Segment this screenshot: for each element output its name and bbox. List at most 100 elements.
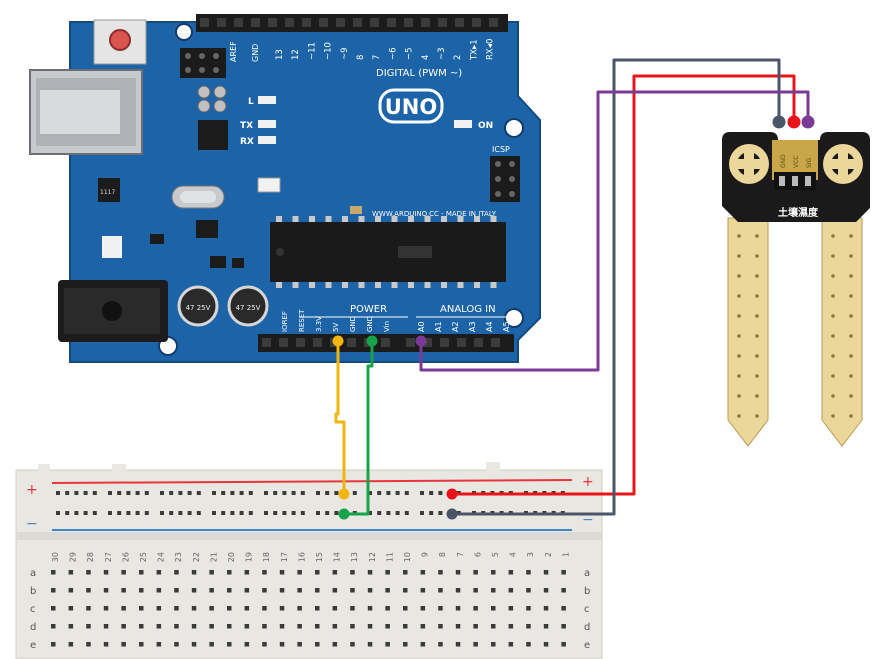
row-label-right: a xyxy=(584,568,590,579)
digital-pin-label: ~9 xyxy=(340,47,350,60)
column-label: 11 xyxy=(385,552,394,562)
digital-label: DIGITAL (PWM ~) xyxy=(376,68,462,79)
column-label: 5 xyxy=(491,552,500,557)
sensor-pin-label: GND xyxy=(780,154,787,168)
digital-pin-label: ~6 xyxy=(388,47,398,60)
analog-pin-labels: A0 A1 A2 A3 A4 A5 xyxy=(417,321,511,332)
sensor-pin-label: SIG xyxy=(806,157,813,168)
power-pin-label: GND xyxy=(349,316,357,332)
led-rx-label: RX xyxy=(240,137,254,147)
column-label: 15 xyxy=(315,552,324,562)
column-label: 14 xyxy=(333,552,342,562)
wire-endpoints xyxy=(332,115,815,520)
wire-gnd-end-a xyxy=(366,335,378,347)
analog-pin-label: A4 xyxy=(485,321,494,332)
wire-sensor-gnd-end-b xyxy=(446,508,458,520)
wire-signal-end-b xyxy=(415,335,427,347)
sensor-name: 土壤濕度 xyxy=(778,206,819,219)
wire-sensor-gnd-end-a xyxy=(772,115,786,129)
digital-pin-label: ~3 xyxy=(437,47,447,60)
jumper-pads xyxy=(197,85,227,113)
column-label: 16 xyxy=(297,552,306,562)
column-label: 19 xyxy=(245,552,254,562)
row-label-left: d xyxy=(30,622,36,633)
rail-plus-left: + xyxy=(26,482,38,498)
power-rail-holes xyxy=(56,491,565,515)
power-pin-label: RESET xyxy=(298,309,306,332)
row-label-left: e xyxy=(30,640,36,651)
power-pin-label: 3.3V xyxy=(315,316,323,332)
led-tx-label: TX xyxy=(240,121,253,131)
sensor-pin-header xyxy=(772,140,818,190)
digital-pin-label: RX◂0 xyxy=(486,39,496,60)
gnd-label: GND xyxy=(251,44,260,62)
column-label: 8 xyxy=(438,552,447,557)
wire-vcc-end-b xyxy=(446,488,458,500)
wire-gnd-end-b xyxy=(338,508,350,520)
uno-logo: UNO xyxy=(378,88,444,124)
terminal-strip-holes xyxy=(51,570,566,647)
column-label: 7 xyxy=(456,552,465,557)
crystal xyxy=(171,185,225,209)
power-pin-label: 5V xyxy=(332,323,340,332)
column-label: 27 xyxy=(104,552,113,562)
digital-pin-label: TX▸1 xyxy=(469,39,479,61)
led-l-label: L xyxy=(248,97,254,107)
analog-pin-label: A3 xyxy=(468,321,477,332)
analog-pin-label: A2 xyxy=(451,321,460,332)
uno-logo-text: UNO xyxy=(385,95,437,119)
column-label: 21 xyxy=(209,552,218,562)
wire-signal xyxy=(419,90,810,372)
small-chip xyxy=(196,220,218,238)
sensor-pin-labels: GND VCC SIG xyxy=(780,154,813,168)
rail-red-line xyxy=(51,479,573,484)
power-analog-header xyxy=(258,334,514,352)
column-label: 25 xyxy=(139,552,148,562)
column-label: 1 xyxy=(561,552,570,557)
usb-icsp-header xyxy=(180,48,226,78)
digital-pin-label: 12 xyxy=(291,49,301,60)
wire-vcc-end-a xyxy=(787,115,801,129)
regulator xyxy=(98,178,120,202)
reset-button xyxy=(93,19,147,65)
column-label: 23 xyxy=(174,552,183,562)
power-label: POWER xyxy=(350,304,387,315)
led-on-label: ON xyxy=(478,121,493,131)
column-label: 2 xyxy=(544,552,553,557)
sensor-probe-right xyxy=(821,217,863,447)
atmega-chip xyxy=(270,216,506,288)
column-label: 10 xyxy=(403,552,412,562)
row-label-right: c xyxy=(584,604,590,615)
capacitor-1: 47 25V xyxy=(177,285,219,327)
wire-5v-end-b xyxy=(338,488,350,500)
column-label: 17 xyxy=(280,552,289,562)
column-label: 3 xyxy=(526,552,535,557)
analog-pin-label: A1 xyxy=(434,321,443,332)
icsp-header xyxy=(490,156,520,202)
wire-5v-end-a xyxy=(332,335,344,347)
column-label: 22 xyxy=(192,552,201,562)
column-label: 26 xyxy=(121,552,130,562)
row-label-left: c xyxy=(30,604,36,615)
digital-pin-label: 4 xyxy=(421,55,431,60)
status-leds xyxy=(258,96,472,144)
column-label: 20 xyxy=(227,552,236,562)
column-label: 24 xyxy=(157,552,166,562)
icsp-label: ICSP xyxy=(492,145,510,154)
analog-pin-label: A0 xyxy=(417,321,426,332)
website-text: WWW.ARDUINO.CC - MADE IN ITALY xyxy=(372,210,497,218)
column-label: 29 xyxy=(69,552,78,562)
sensor-pin-label: VCC xyxy=(793,156,800,168)
digital-pin-label: ~11 xyxy=(307,42,317,60)
column-label: 12 xyxy=(368,552,377,562)
capacitor-1-label: 47 25V xyxy=(186,304,211,312)
capacitor-2: 47 25V xyxy=(227,285,269,327)
digital-pin-label: 2 xyxy=(453,55,463,60)
column-label: 30 xyxy=(51,552,60,562)
analog-pin-label: A5 xyxy=(502,321,511,332)
column-label: 4 xyxy=(509,552,518,557)
